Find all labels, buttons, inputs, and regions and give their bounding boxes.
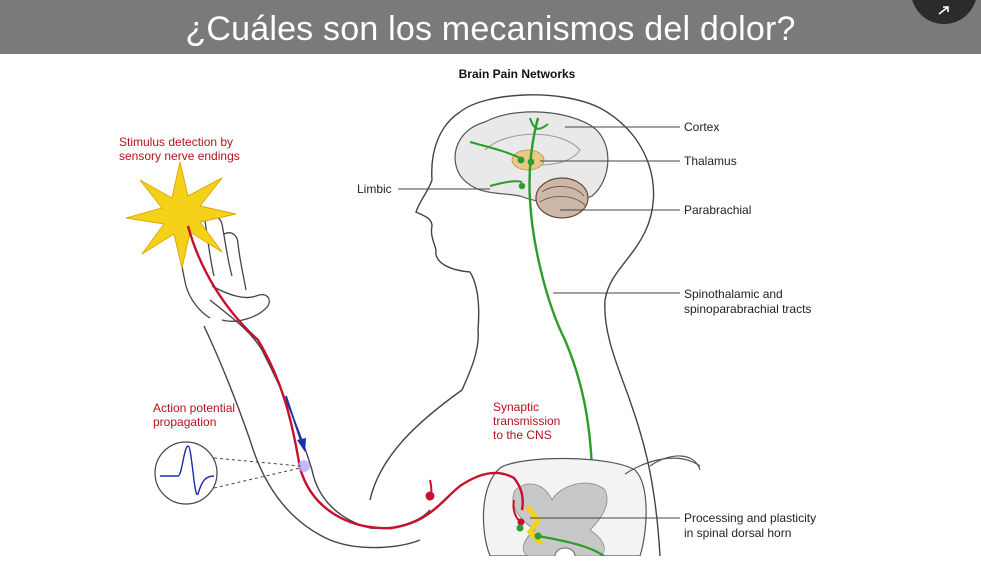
label-synaptic-1: Synaptic — [493, 400, 539, 414]
label-spinothalamic-2: spinoparabrachial tracts — [684, 302, 811, 316]
thalamus-shape — [512, 150, 544, 170]
label-processing-1: Processing and plasticity — [684, 511, 816, 525]
label-cortex: Cortex — [684, 120, 719, 134]
diagram-title: Brain Pain Networks — [459, 67, 576, 81]
label-action-1: Action potential — [153, 401, 235, 415]
label-stimulus-2: sensory nerve endings — [119, 149, 240, 163]
gray-matter — [513, 483, 607, 556]
cerebellum-shape — [536, 178, 588, 218]
pain-diagram: Brain Pain Networks — [0, 54, 981, 556]
expand-button[interactable] — [911, 0, 977, 24]
label-stimulus-1: Stimulus detection by — [119, 135, 233, 149]
pain-pathway-illustration: Brain Pain Networks — [0, 54, 981, 556]
arm-outline-lower — [204, 326, 420, 548]
label-limbic: Limbic — [357, 182, 392, 196]
label-synaptic-3: to the CNS — [493, 428, 552, 442]
label-action-2: propagation — [153, 415, 216, 429]
action-potential-inset — [155, 442, 217, 504]
page-title: ¿Cuáles son los mecanismos del dolor? — [185, 10, 795, 49]
label-processing-2: in spinal dorsal horn — [684, 526, 791, 540]
label-parabrachial: Parabrachial — [684, 203, 751, 217]
label-spinothalamic-1: Spinothalamic and — [684, 287, 783, 301]
shoulder-outline — [370, 390, 462, 500]
label-synaptic-2: transmission — [493, 414, 560, 428]
arm-outline — [210, 300, 430, 528]
title-bar: ¿Cuáles son los mecanismos del dolor? — [0, 0, 981, 54]
stimulus-burst — [126, 162, 236, 268]
expand-arrow-icon — [936, 4, 952, 16]
label-thalamus: Thalamus — [684, 154, 737, 168]
